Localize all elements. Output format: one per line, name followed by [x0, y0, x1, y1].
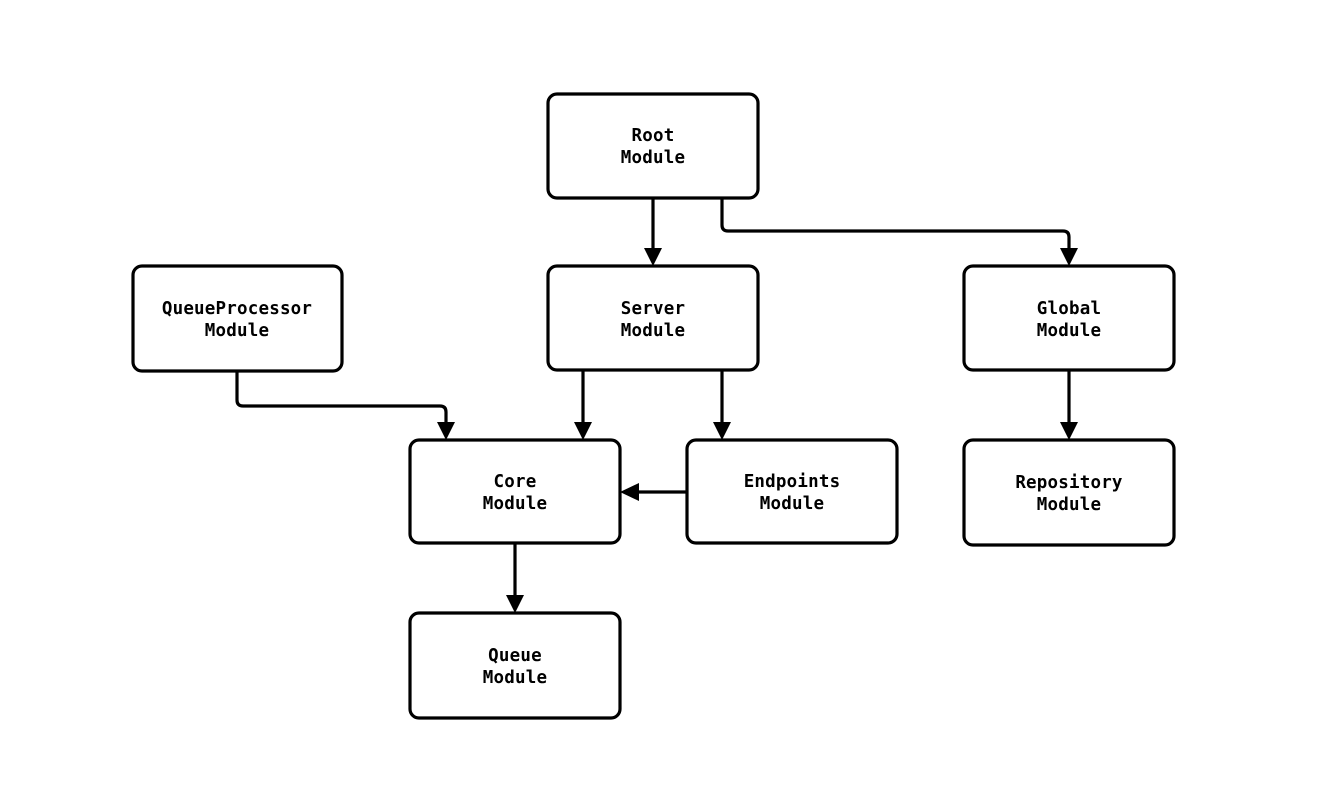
edge-line: [235, 371, 448, 425]
arrowhead-icon: [620, 483, 639, 501]
node-core-module[interactable]: Core Module: [408, 438, 622, 545]
node-label-line1: Server: [621, 299, 685, 319]
node-label-line2: Module: [483, 668, 547, 688]
node-label-line2: Module: [621, 148, 685, 168]
edge-core-to-queue: [506, 543, 524, 613]
node-label-line1: Root: [632, 126, 675, 146]
node-queueprocessor-module[interactable]: QueueProcessor Module: [131, 264, 344, 373]
arrowhead-icon: [1060, 248, 1078, 266]
edge-line: [720, 198, 1071, 251]
arrowhead-icon: [1060, 422, 1078, 440]
arrowhead-icon: [437, 422, 455, 440]
arrowhead-icon: [713, 422, 731, 440]
node-label-line2: Module: [621, 321, 685, 341]
node-label-line1: Global: [1037, 299, 1101, 319]
edge-server-to-core: [574, 370, 592, 440]
node-box[interactable]: [962, 438, 1176, 547]
node-box[interactable]: [546, 264, 760, 372]
node-label-line1: Endpoints: [744, 472, 841, 492]
edge-global-to-repository: [1060, 370, 1078, 440]
edge-root-to-server: [644, 198, 662, 266]
node-label-line1: Core: [494, 472, 537, 492]
node-label-line2: Module: [760, 494, 824, 514]
node-box[interactable]: [546, 92, 760, 200]
node-label-line1: Queue: [488, 646, 542, 666]
edge-root-to-global: [720, 198, 1078, 266]
node-repository-module[interactable]: Repository Module: [962, 438, 1176, 547]
node-box[interactable]: [408, 438, 622, 545]
node-endpoints-module[interactable]: Endpoints Module: [685, 438, 899, 545]
node-queue-module[interactable]: Queue Module: [408, 611, 622, 720]
edge-endpoints-to-core: [620, 483, 687, 501]
arrowhead-icon: [574, 422, 592, 440]
arrowhead-icon: [506, 595, 524, 613]
edge-server-to-endpoints: [713, 370, 731, 440]
node-label-line1: Repository: [1015, 473, 1123, 493]
node-label-line2: Module: [483, 494, 547, 514]
edge-queueprocessor-to-core: [235, 371, 455, 440]
node-server-module[interactable]: Server Module: [546, 264, 760, 372]
node-global-module[interactable]: Global Module: [962, 264, 1176, 372]
node-label-line2: Module: [1037, 321, 1101, 341]
node-box[interactable]: [408, 611, 622, 720]
node-box[interactable]: [962, 264, 1176, 372]
node-box[interactable]: [131, 264, 344, 373]
node-label-line2: Module: [1037, 495, 1101, 515]
node-box[interactable]: [685, 438, 899, 545]
node-label-line2: Module: [205, 321, 269, 341]
node-root-module[interactable]: Root Module: [546, 92, 760, 200]
node-label-line1: QueueProcessor: [162, 299, 312, 319]
arrowhead-icon: [644, 248, 662, 266]
